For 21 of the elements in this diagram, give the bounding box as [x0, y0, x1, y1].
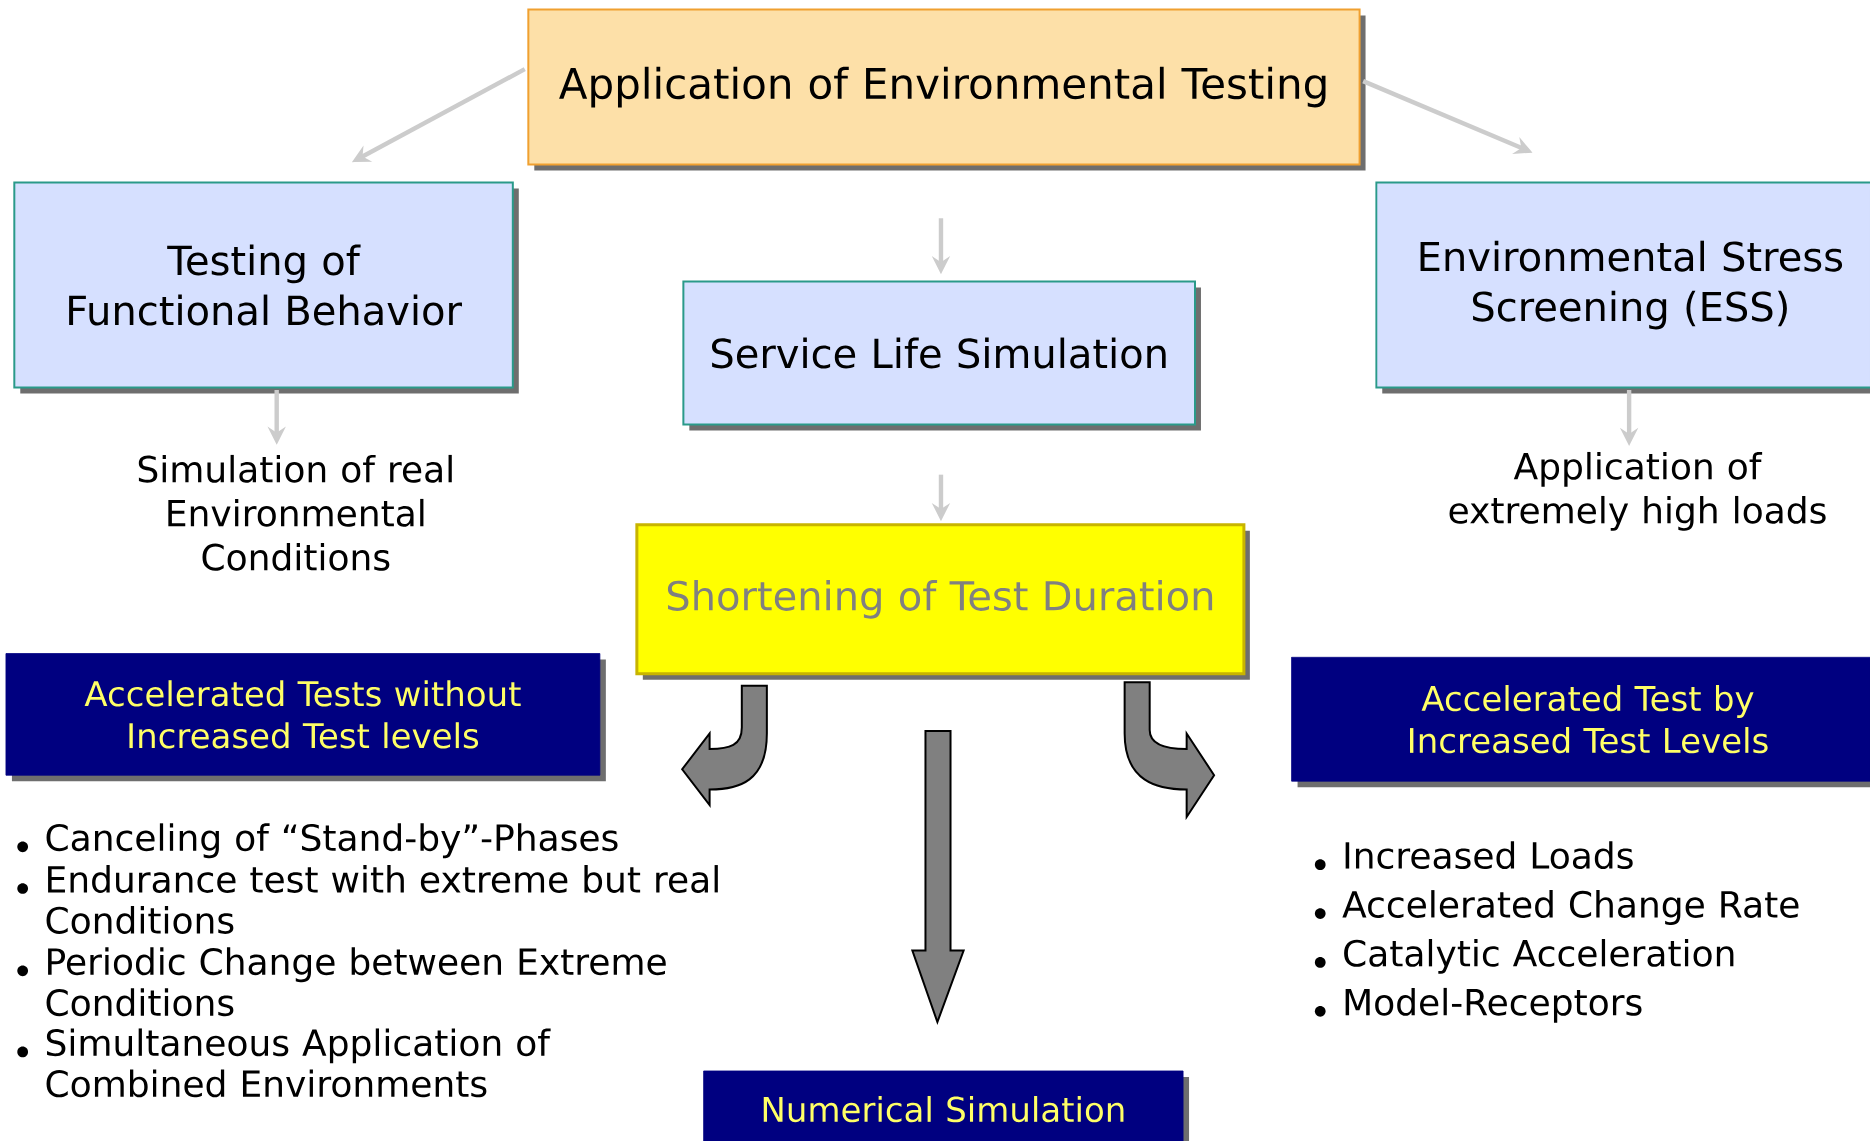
category-box: Numerical Simulation	[703, 1070, 1190, 1141]
process-box: Environmental Stress Screening (ESS)	[1375, 181, 1870, 394]
highlight-box: Shortening of Test Duration	[635, 523, 1250, 680]
bullet-item: Simultaneous Application of Combined Environments	[17, 1028, 551, 1098]
bullet-item: Increased Loads	[1314, 841, 1633, 870]
block-arrow	[910, 729, 966, 1025]
process-box: Testing of Functional Behavior	[13, 181, 519, 394]
note-text: Application of extremely high loads	[1449, 451, 1826, 531]
bullet-item: Canceling of “Stand-by”-Phases	[17, 823, 618, 858]
bullet-item: Model-Receptors	[1314, 987, 1642, 1023]
note-text: Simulation of real Environmental Conditions	[138, 454, 452, 571]
bullet-item: Periodic Change between Extreme Conditions	[17, 947, 666, 1017]
category-box: Accelerated Tests without Increased Test levels	[5, 653, 606, 781]
category-box: Accelerated Test by Increased Test Levels	[1291, 656, 1870, 787]
block-arrow	[1123, 681, 1216, 818]
block-arrow	[681, 684, 768, 806]
title-box: Application of Environmental Testing	[527, 8, 1366, 171]
bullet-item: Endurance test with extreme but real Conditions	[17, 864, 718, 934]
process-box: Service Life Simulation	[682, 280, 1201, 431]
bullet-item: Catalytic Acceleration	[1314, 938, 1734, 974]
bullet-item: Accelerated Change Rate	[1314, 889, 1799, 925]
